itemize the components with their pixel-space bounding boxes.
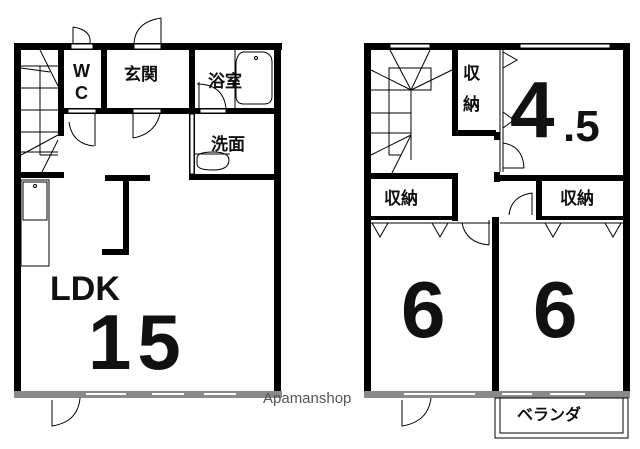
floor2-exterior-wall bbox=[364, 391, 630, 398]
wc-label-c: C bbox=[75, 83, 88, 103]
veranda-outline bbox=[494, 397, 629, 439]
floor1-doors bbox=[51, 17, 227, 427]
kitchen-sink bbox=[20, 179, 50, 267]
washroom-label: 洗面 bbox=[211, 135, 245, 155]
storage-top-label-1: 収 bbox=[463, 64, 480, 84]
floor2-doors bbox=[371, 50, 623, 427]
watermark: Apamanshop bbox=[263, 390, 352, 407]
veranda-label: ベランダ bbox=[517, 405, 582, 424]
floor2-walls bbox=[364, 43, 630, 393]
storage-right-label: 収納 bbox=[560, 189, 594, 209]
ldk-label: LDK bbox=[50, 270, 120, 308]
floor2-stairs bbox=[370, 49, 453, 174]
floor1-exterior-wall bbox=[14, 391, 282, 398]
room-45-size-decimal: .5 bbox=[563, 102, 600, 151]
entrance-label: 玄関 bbox=[124, 65, 158, 85]
ldk-size: 15 bbox=[88, 298, 187, 386]
wc-label-w: W bbox=[73, 61, 90, 81]
room-45-size-main: 4 bbox=[510, 65, 555, 154]
bathroom-label: 浴室 bbox=[208, 72, 242, 92]
room-6b-size: 6 bbox=[533, 265, 578, 354]
washbasin bbox=[195, 151, 230, 171]
bathtub bbox=[234, 50, 273, 108]
floor1-stairs bbox=[20, 49, 59, 173]
room-6a-size: 6 bbox=[401, 265, 446, 354]
storage-left-label: 収納 bbox=[384, 189, 418, 209]
storage-top-label-2: 納 bbox=[463, 95, 480, 115]
